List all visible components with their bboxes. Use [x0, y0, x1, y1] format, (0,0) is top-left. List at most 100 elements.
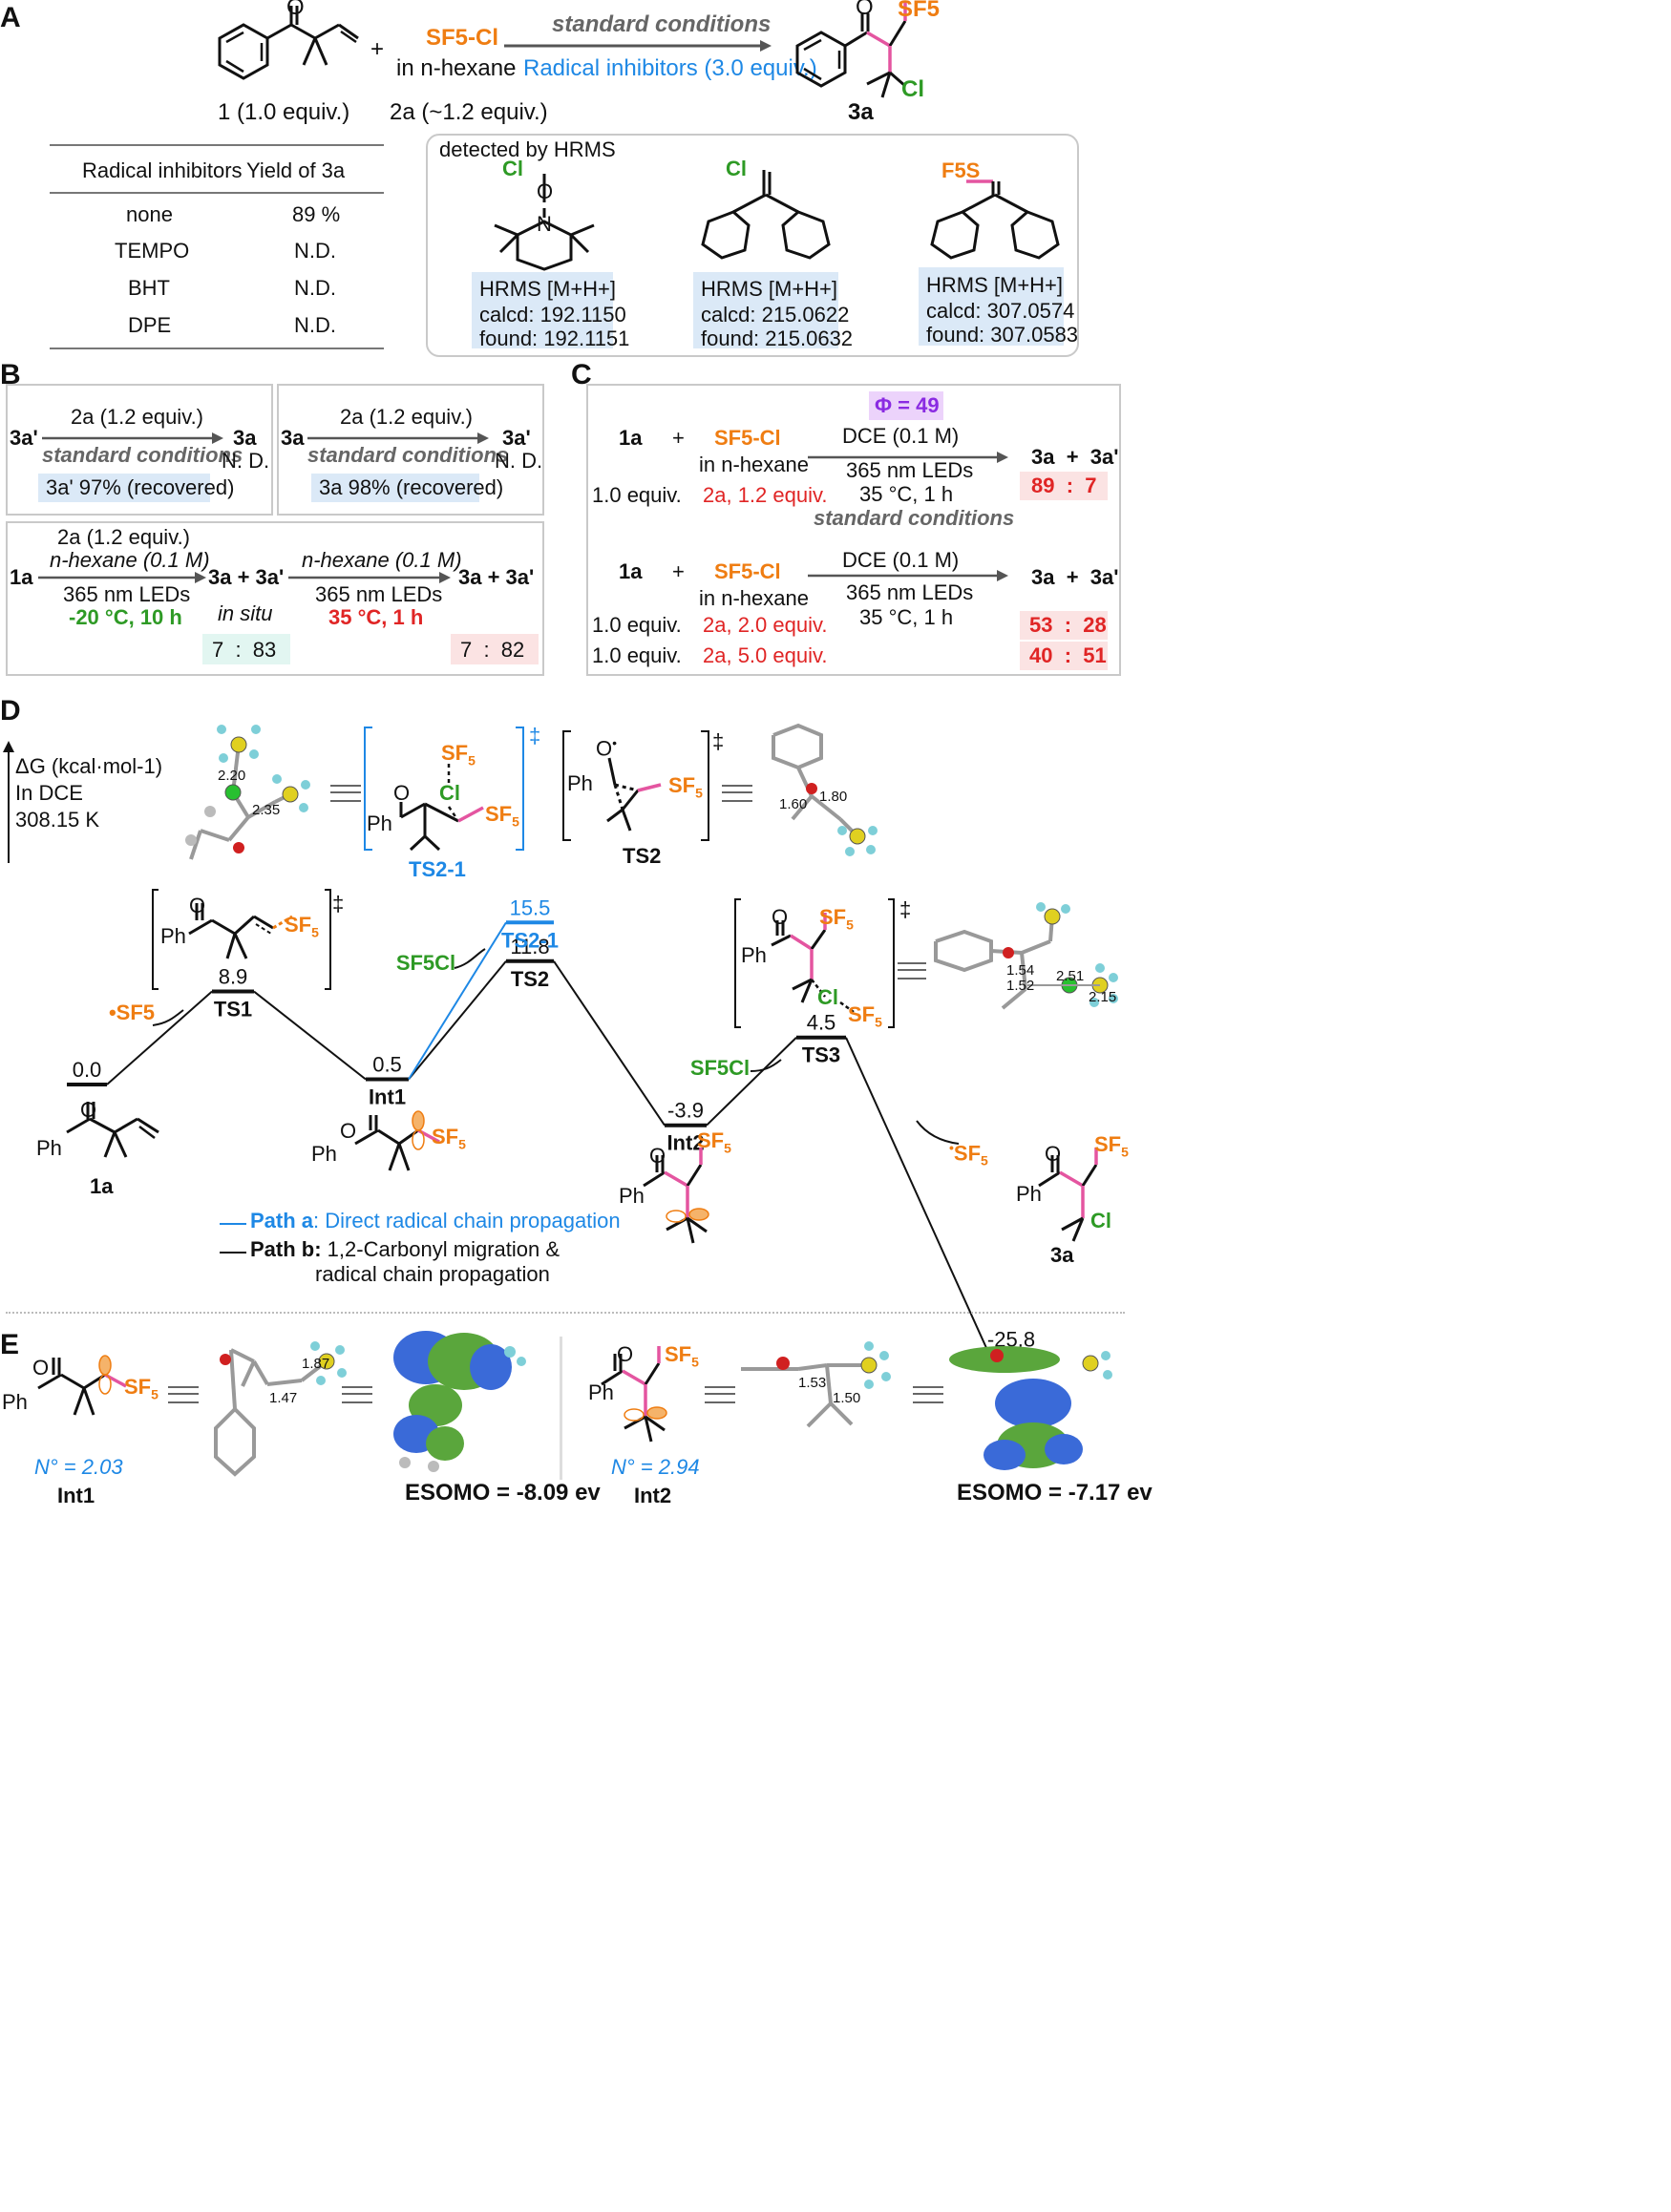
- energy-level-name: TS3: [802, 1043, 840, 1067]
- tempo-cl-atom: Cl: [502, 157, 523, 180]
- b1-top: 2a (1.2 equiv.): [71, 405, 204, 429]
- product-3a-cl: Cl: [901, 76, 924, 102]
- equiv-symbol-mid: [330, 791, 361, 793]
- legend-path-b: Path b: 1,2-Carbonyl migration &: [250, 1237, 560, 1262]
- c2-ratio-bg: [1020, 611, 1108, 640]
- phi-badge: Φ = 49: [875, 393, 940, 417]
- ts2-sf5: SF5: [668, 773, 703, 801]
- start-1a-structure: [66, 1102, 159, 1158]
- e-int1-ph: Ph: [2, 1390, 28, 1414]
- phi-badge-bg: [869, 391, 943, 420]
- ts2-1-label: TS2-1: [409, 857, 466, 881]
- axis-solvent: In DCE: [15, 781, 83, 805]
- hrms-3-line3: found: 307.0583: [926, 323, 1079, 347]
- bond-length: 2.20: [218, 768, 246, 784]
- ts3-sf5-bot: SF5: [848, 1002, 882, 1030]
- reagent-sf5cl: SF5-Cl: [426, 25, 499, 51]
- b1-arrow: [42, 432, 223, 444]
- ts3-3d-model: [934, 902, 1118, 1010]
- c3-eq2: 2a, 5.0 equiv.: [703, 643, 828, 667]
- table-cell: DPE: [128, 313, 172, 337]
- panel-c-label: C: [571, 359, 592, 390]
- table-rules: [50, 144, 384, 349]
- energy-value: 0.5: [372, 1053, 402, 1077]
- c1-cond-3: 35 °C, 1 h: [859, 482, 954, 506]
- b3-ratio2: 7 : 82: [460, 638, 525, 662]
- int1-o: O: [340, 1119, 357, 1143]
- ts2-ph: Ph: [567, 771, 593, 795]
- energy-level-name: TS2: [511, 967, 549, 991]
- reagent-solvent: in n-hexane: [396, 55, 517, 81]
- int2-structure: [643, 1148, 709, 1244]
- b3-bot2: -20 °C, 10 h: [69, 605, 182, 629]
- bond-length: 2.51: [1056, 968, 1085, 984]
- axis-temperature: 308.15 K: [15, 808, 100, 832]
- c1-cond-2: 365 nm LEDs: [846, 458, 974, 482]
- path-a-connector: [408, 921, 507, 1081]
- ts2-1-structure: [364, 727, 524, 852]
- equiv-symbol-e1-mid: [168, 1393, 199, 1395]
- hrms-highlight-2: [693, 272, 838, 348]
- table-cell: TEMPO: [115, 239, 190, 263]
- sf5-radical-2: •SF5: [949, 1140, 988, 1169]
- hrms-1-line1: HRMS [M+H+]: [479, 277, 617, 301]
- profile-connector: [408, 960, 507, 1081]
- e-int1-o: O: [32, 1356, 50, 1380]
- b3-top2: n-hexane (0.1 M): [50, 548, 210, 572]
- legend-line-b: [220, 1252, 246, 1253]
- reaction-arrow-a: [504, 40, 772, 52]
- e-int2-n: N° = 2.94: [611, 1455, 700, 1479]
- reactant-1-label: 1 (1.0 equiv.): [218, 99, 350, 125]
- ts1-sf5: SF5: [285, 913, 319, 940]
- hrms-highlight-3: [919, 267, 1064, 346]
- b1-cond: standard conditions: [42, 443, 243, 467]
- panel-b-label: B: [0, 359, 21, 390]
- arrow-top-text: standard conditions: [552, 11, 772, 37]
- c2-plus: +: [672, 559, 685, 583]
- energy-level-name: Int1: [369, 1085, 406, 1109]
- c2-reagent: SF5-Cl: [714, 559, 781, 583]
- b3-bot1: 365 nm LEDs: [63, 582, 191, 606]
- equiv-symbol-e2: [342, 1386, 372, 1403]
- bond-length: 1.54: [1006, 962, 1035, 979]
- c1-cond-4: standard conditions: [814, 506, 1015, 530]
- c2-solvent: in n-hexane: [699, 586, 809, 610]
- energy-value: -3.9: [667, 1099, 704, 1123]
- b3-end: 3a + 3a': [458, 565, 535, 589]
- ts3-cl: Cl: [817, 985, 838, 1009]
- e-int2-o: O: [617, 1342, 634, 1366]
- equiv-symbol-2-mid: [722, 791, 752, 793]
- panel-d-label: D: [0, 695, 21, 727]
- b3-arrow-1: [38, 572, 206, 583]
- start-1a-label: 1a: [90, 1174, 114, 1198]
- bond-length: 1.87: [302, 1356, 330, 1372]
- int1-ph: Ph: [311, 1142, 337, 1166]
- sf5-release-curve: [916, 1120, 960, 1145]
- hrms-1-line3: found: 192.1151: [479, 327, 630, 350]
- c1-eq2: 2a, 1.2 equiv.: [703, 483, 828, 507]
- profile-connector: [253, 990, 367, 1081]
- int2-sf5: SF5: [697, 1128, 731, 1156]
- int1-structure: [354, 1110, 440, 1171]
- e-int1-n: N° = 2.03: [34, 1455, 123, 1479]
- energy-value: 15.5: [510, 895, 551, 919]
- b1-product: 3a: [233, 426, 257, 450]
- b3-ratio1: 7 : 83: [212, 638, 277, 662]
- legend-path-a: Path a: Direct radical chain propagation: [250, 1209, 621, 1233]
- c2-arrow: [808, 570, 1008, 581]
- axis-label: ΔG (kcal·mol-1): [15, 754, 163, 778]
- table-header-inhibitors: Radical inhibitors: [82, 158, 243, 182]
- c2-cond-3: 35 °C, 1 h: [859, 605, 954, 629]
- int2-ph: Ph: [619, 1184, 645, 1208]
- energy-level-name: TS1: [214, 998, 252, 1022]
- table-cell: N.D.: [294, 313, 336, 337]
- prof-3a-o: O: [1045, 1142, 1062, 1166]
- e-int1-name: Int1: [57, 1484, 95, 1507]
- sf5cl-curve-2: [750, 1059, 782, 1072]
- b1-start: 3a': [10, 426, 38, 450]
- reactant-1-structure: [218, 6, 359, 80]
- e-int1-somo-plot: [393, 1331, 526, 1472]
- c3-eq1: 1.0 equiv.: [592, 643, 682, 667]
- panel-b-box-2: [277, 384, 544, 516]
